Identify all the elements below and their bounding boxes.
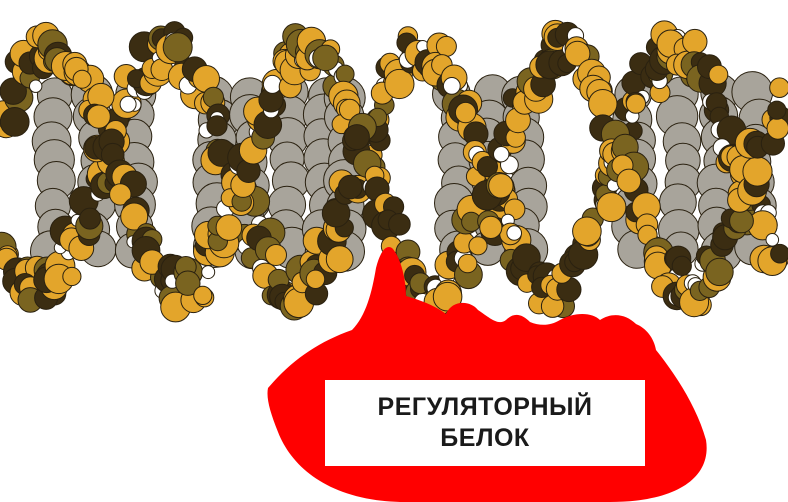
backbone-atom [306, 270, 324, 288]
backbone-atom [385, 69, 414, 98]
backbone-atom [443, 78, 460, 95]
backbone-atom [458, 254, 477, 273]
backbone-atom [0, 108, 29, 137]
backbone-atom [766, 234, 779, 247]
backbone-atom [768, 101, 786, 119]
backbone-atom [163, 33, 192, 62]
backbone-atom [489, 174, 513, 198]
backbone-atom [313, 45, 339, 71]
backbone-atom [743, 157, 772, 186]
backbone-atom [597, 193, 626, 222]
backbone-atom [706, 258, 733, 285]
backbone-atom [589, 90, 617, 118]
backbone-atom [120, 96, 136, 112]
backbone-atom [202, 266, 215, 279]
backbone-atom [339, 175, 363, 199]
backbone-atom [683, 29, 707, 53]
backbone-atom [626, 94, 645, 113]
backbone-atom [216, 215, 242, 241]
backbone-atom [455, 102, 475, 122]
backbone-atom [266, 245, 287, 266]
protein-label: РЕГУЛЯТОРНЫЙ БЕЛОК [325, 380, 645, 466]
backbone-atom [709, 65, 728, 84]
backbone-atom [672, 256, 691, 275]
backbone-atom [480, 216, 502, 238]
backbone-atom [770, 78, 788, 98]
protein-label-line-1: РЕГУЛЯТОРНЫЙ [378, 392, 593, 423]
backbone-atom [63, 267, 81, 285]
backbone-atom [617, 169, 641, 193]
backbone-atom [207, 116, 227, 136]
backbone-atom [326, 246, 353, 273]
backbone-atom [767, 118, 788, 140]
backbone-atom [494, 147, 509, 162]
backbone-atom [80, 208, 101, 229]
backbone-atom [573, 217, 602, 246]
backbone-atom [771, 244, 788, 263]
backbone-atom [263, 75, 281, 93]
backbone-atom [73, 70, 91, 88]
backbone-atom [30, 80, 42, 92]
backbone-atom [436, 36, 456, 56]
backbone-atom [336, 65, 354, 83]
backbone-atom [344, 125, 369, 150]
backbone-atom [194, 286, 212, 304]
backbone-atom [389, 214, 411, 236]
protein-label-line-2: БЕЛОК [440, 423, 529, 454]
backbone-atom [507, 226, 522, 241]
backbone-atom [469, 237, 487, 255]
